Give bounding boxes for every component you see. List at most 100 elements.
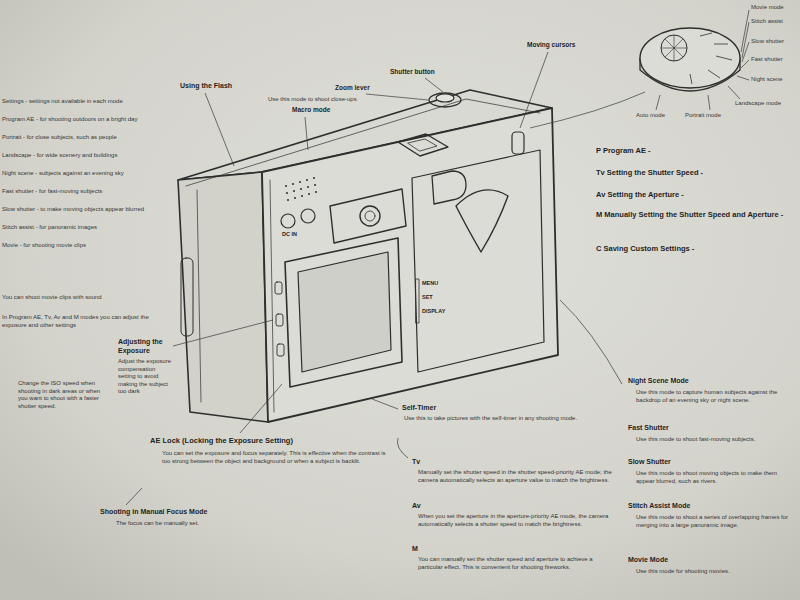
- heading-label: Slow Shutter: [628, 458, 788, 467]
- heading-label: SET: [422, 294, 452, 301]
- side-button: [276, 314, 283, 326]
- heading-label: Stitch Assist Mode: [628, 502, 788, 511]
- leader-line: [520, 52, 548, 128]
- annotation-text: Portrait mode: [685, 112, 737, 120]
- annotation-text: Fast shutter: [751, 56, 797, 64]
- heading-label: Tv: [412, 458, 442, 467]
- annotation-text: When you set the aperture in the apertur…: [418, 513, 613, 528]
- strap-slot: [181, 258, 193, 336]
- heading-label: C Saving Custom Settings -: [596, 244, 796, 253]
- round-button: [301, 209, 315, 223]
- heading-label: Av Setting the Aperture -: [596, 190, 796, 199]
- leader-line: [397, 438, 408, 458]
- annotation-text: Landscape mode: [735, 100, 797, 108]
- heading-label: Zoom lever: [335, 84, 390, 92]
- annotation-text: Slow shutter - to make moving objects ap…: [2, 206, 162, 214]
- leader-line: [305, 117, 308, 150]
- dial-marks: [690, 33, 732, 84]
- annotation-text: In Program AE, Tv, Av and M modes you ca…: [2, 314, 162, 329]
- leader-line: [205, 93, 234, 166]
- dial-top: [640, 28, 740, 88]
- heading-label: Using the Flash: [180, 82, 270, 91]
- side-button: [275, 282, 282, 294]
- camera-top-edge: [186, 99, 540, 186]
- heading-label: Moving cursors: [527, 41, 597, 49]
- leader-line: [560, 300, 622, 384]
- heading-label: M Manually Setting the Shutter Speed and…: [596, 210, 796, 219]
- heading-label: DISPLAY: [422, 308, 458, 315]
- leader-line: [372, 399, 398, 409]
- annotation-text: Movie - for shooting movie clips: [2, 242, 162, 250]
- mode-dial-sketch: [640, 28, 740, 91]
- annotation-text: Slow shutter: [751, 38, 797, 46]
- heading-label: Av: [412, 502, 442, 511]
- annotation-text: Use this mode to shoot moving objects to…: [636, 470, 794, 485]
- viewfinder-lens: [365, 211, 375, 221]
- cursor-pad: [432, 171, 466, 204]
- annotation-text: Landscape - for wide scenery and buildin…: [2, 152, 162, 160]
- speaker-holes: [285, 177, 317, 201]
- strap-lug: [512, 132, 524, 154]
- leader-line: [126, 488, 142, 505]
- leader-line: [366, 94, 428, 100]
- camera-drawing: [178, 90, 558, 422]
- annotation-text: Portrait - for close subjects, such as p…: [2, 134, 162, 142]
- heading-label: M: [412, 545, 442, 554]
- heading-label: Tv Setting the Shutter Speed -: [596, 168, 796, 177]
- annotation-text: Program AE - for shooting outdoors on a …: [2, 116, 162, 124]
- heading-label: AE Lock (Locking the Exposure Setting): [150, 436, 380, 445]
- heading-label: Night Scene Mode: [628, 377, 788, 386]
- mode-button: [408, 139, 437, 151]
- leader-line: [173, 320, 273, 346]
- mode-button: [398, 134, 448, 156]
- leader-line: [656, 10, 749, 110]
- viewfinder-lens: [360, 206, 380, 226]
- thumb-rest: [456, 190, 508, 252]
- annotation-text: Use this mode to shoot close-ups: [268, 96, 408, 104]
- camera-edge-line: [197, 190, 201, 402]
- shutter-button: [436, 94, 454, 102]
- camera-end-face: [178, 172, 268, 422]
- heading-label: Shooting in Manual Focus Mode: [100, 508, 260, 517]
- heading-label: MENU: [422, 280, 452, 287]
- annotation-text: Use this mode for shooting movies.: [636, 568, 794, 576]
- side-button: [277, 344, 284, 356]
- annotation-text: Use this mode to shoot fast-moving subje…: [636, 436, 794, 444]
- annotation-text: Settings - settings not available in eac…: [2, 98, 162, 106]
- annotation-text: You can shoot movie clips with sound: [2, 294, 162, 302]
- annotation-text: Night scene - subjects against an evenin…: [2, 170, 162, 178]
- heading-label: DC IN: [282, 231, 316, 238]
- annotation-text: Stitch assist - for panoramic images: [2, 224, 162, 232]
- annotation-text: You can manually set the shutter speed a…: [418, 556, 613, 571]
- annotation-text: You can set the exposure and focus separ…: [162, 450, 392, 465]
- annotation-text: Movie mode: [751, 4, 797, 12]
- leader-line: [425, 78, 443, 92]
- heading-label: Movie Mode: [628, 556, 788, 565]
- lcd-screen: [298, 252, 391, 372]
- control-panel: [412, 150, 544, 372]
- dial-center: [661, 35, 687, 61]
- viewfinder: [330, 189, 406, 243]
- annotation-text: Adjust the exposure compensation setting…: [118, 358, 173, 396]
- annotation-text: Use this to take pictures with the self-…: [404, 415, 584, 423]
- annotation-text: The focus can be manually set.: [116, 520, 276, 528]
- button-strip: [416, 279, 419, 323]
- camera-back-face: [262, 108, 558, 422]
- leader-line: [530, 92, 645, 128]
- lcd-frame: [285, 238, 402, 387]
- round-button: [281, 214, 295, 228]
- zoom-lever: [429, 93, 461, 107]
- heading-label: Fast Shutter: [628, 424, 788, 433]
- heading-label: Macro mode: [292, 106, 362, 114]
- annotation-text: Use this mode to shoot a series of overl…: [636, 514, 794, 529]
- annotation-text: Stitch assist: [751, 18, 797, 26]
- camera-edge-line: [270, 180, 274, 412]
- heading-label: Shutter button: [390, 68, 465, 76]
- annotation-text: Change the ISO speed when shooting in da…: [18, 380, 108, 410]
- heading-label: Adjusting the Exposure: [118, 338, 173, 356]
- annotation-text: Night scene: [751, 76, 797, 84]
- heading-label: Self-Timer: [402, 404, 482, 413]
- heading-label: P Program AE -: [596, 146, 796, 155]
